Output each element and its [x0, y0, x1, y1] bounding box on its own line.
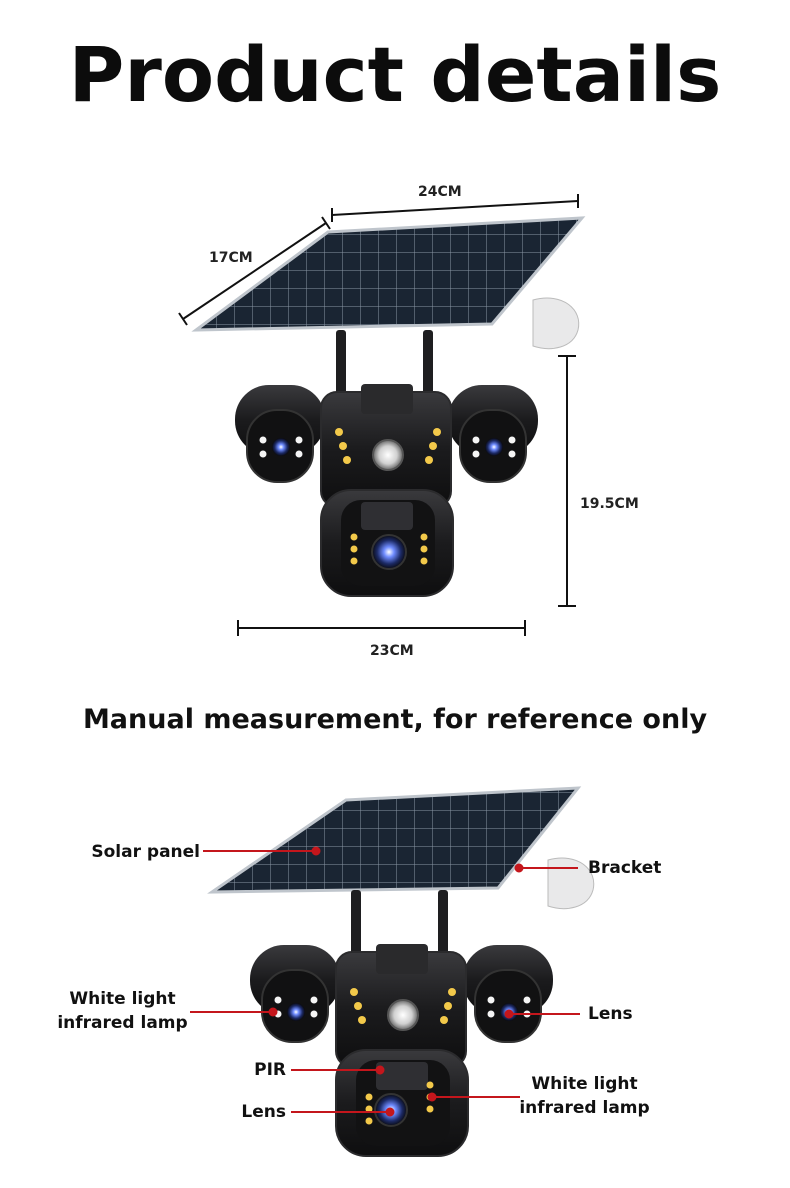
- callout-lines: [190, 846, 580, 1117]
- dim-width: 23CM: [370, 643, 414, 659]
- solar-panel-bottom: [207, 786, 582, 894]
- callout-white-light-right: White light infrared lamp: [512, 1072, 657, 1120]
- callout-bracket: Bracket: [588, 858, 662, 878]
- callout-lens-right: Lens: [588, 1004, 633, 1024]
- top-product-illustration: [178, 194, 586, 636]
- bottom-product-illustration: [190, 786, 595, 1157]
- dim-panel-width: 24CM: [418, 184, 462, 200]
- dim-panel-depth: 17CM: [209, 250, 253, 266]
- dim-height: 19.5CM: [580, 496, 639, 512]
- callout-pir: PIR: [254, 1060, 286, 1080]
- solar-panel-top: [191, 216, 586, 332]
- dimension-lines: [178, 194, 579, 636]
- callout-solar-panel: Solar panel: [91, 842, 200, 862]
- callout-white-light-left-line2: infrared lamp: [57, 1013, 188, 1033]
- page-title: Product details: [68, 30, 722, 119]
- callout-white-light-right-line1: White light: [531, 1074, 638, 1094]
- callout-lens-bottom: Lens: [241, 1102, 286, 1122]
- callout-white-light-right-line2: infrared lamp: [519, 1098, 650, 1118]
- reference-note: Manual measurement, for reference only: [82, 704, 708, 735]
- callout-white-light-left: White light infrared lamp: [50, 987, 195, 1035]
- callout-white-light-left-line1: White light: [69, 989, 176, 1009]
